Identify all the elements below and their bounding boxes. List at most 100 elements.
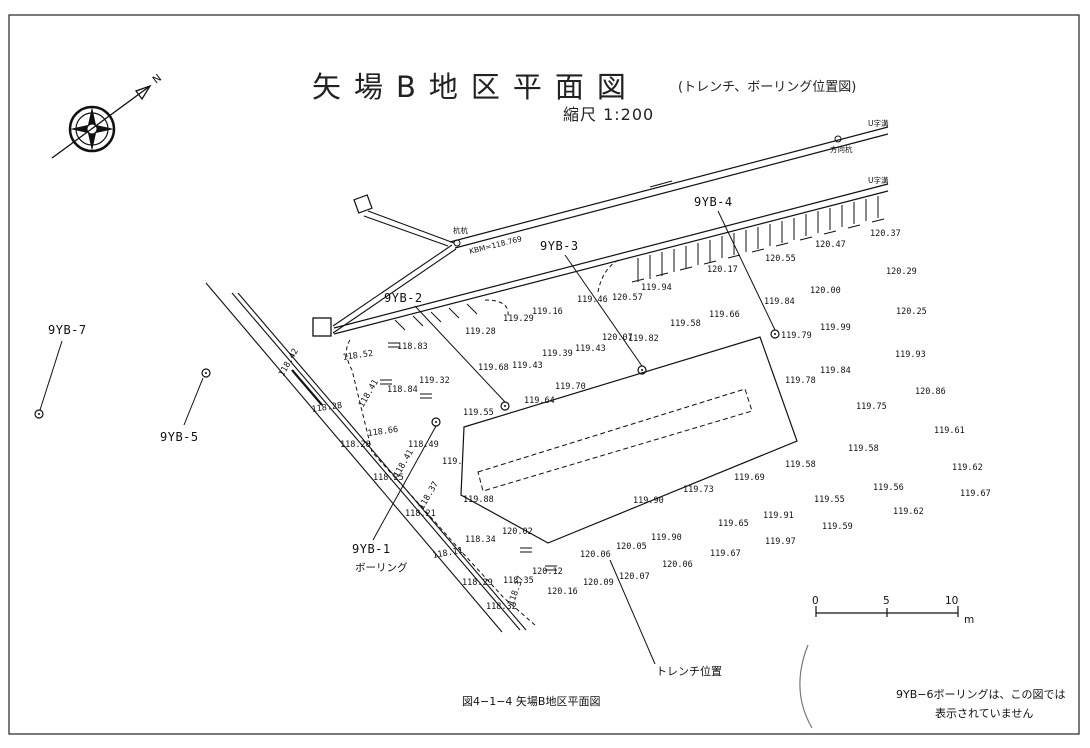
elev-26: 120.17 [707,265,738,275]
elev-62: 119.67 [960,489,991,499]
elev-34: 120.07 [602,333,633,343]
corner-box [312,317,332,337]
elev-56: 119.62 [952,463,983,473]
elev-28: 120.47 [815,240,846,250]
elev-27: 120.55 [765,254,796,264]
boring-9yb-2: 9YB-2 [384,291,510,411]
boring-label-9yb-1: 9YB-1 [352,542,391,556]
elev-78: 120.07 [619,572,650,582]
elev-51: 119.75 [856,402,887,412]
elev-59: 119.90 [633,496,664,506]
elev-71: 119.59 [822,522,853,532]
elev-44: 119.32 [419,376,450,386]
kbm-marker-label: 杭杭 [453,225,468,235]
elev-35: 119.82 [628,334,659,344]
boring-label-9yb-2: 9YB-2 [384,291,423,305]
elev-79: 119. [442,457,462,467]
elev-64: 119.91 [763,511,794,521]
elev-8: 118.28 [340,440,371,450]
elev-39: 120.00 [810,286,841,296]
elev-67: 120.02 [502,527,533,537]
upper-ditch-line-2 [454,133,889,249]
elev-31: 119.43 [512,361,543,371]
elev-65: 119.65 [718,519,749,529]
north-label: N [150,72,164,86]
elev-25: 119.94 [641,283,672,293]
elev-13: 118.21 [405,509,436,519]
elev-69: 120.05 [616,542,647,552]
elev-55: 119.58 [785,460,816,470]
road-line-2 [231,292,521,631]
slope-hatching [380,196,885,571]
branch-road-diag [332,244,453,327]
elev-49: 119.84 [820,366,851,376]
trench-label: トレンチ位置 [656,664,722,678]
elev-54: 119.58 [848,444,879,454]
elev-22: 119.16 [532,307,563,317]
upper-ditch-label: U字溝 [868,118,889,128]
road-line-4 [291,369,323,406]
scale-bar: 0 5 10 m [812,595,974,626]
elev-37: 119.66 [709,310,740,320]
elev-11: 118.25 [373,473,404,483]
map-subtitle: (トレンチ、ボーリング位置図) [678,80,856,95]
direction-stake-label: 方向杭 [830,144,853,154]
elev-16: 118.29 [462,578,493,588]
elev-21: 119.29 [503,314,534,324]
boring-9yb-1: 9YB-1 ボーリング [352,417,441,574]
elev-42: 119.79 [781,331,812,341]
scale-ratio: 縮尺 1:200 [563,105,654,124]
elev-5: 118.41 [357,378,381,410]
boring-9yb-4: 9YB-4 [694,195,780,339]
elev-74: 120.06 [662,560,693,570]
scale-unit: m [964,614,974,626]
branch-road-2 [363,215,449,247]
elev-48: 119.78 [785,376,816,386]
note-line-1: 9YB−6ボーリングは、この図では [896,687,1065,701]
scale-tick-5: 5 [883,595,890,607]
elev-72: 119.97 [765,537,796,547]
ditch-hatch [649,180,673,188]
elev-32: 119.39 [542,349,573,359]
branch-box-top [353,194,373,214]
elev-68: 119.90 [651,533,682,543]
elev-63: 119.55 [814,495,845,505]
trench-inner-dashed [477,388,753,492]
map-title: 矢場B地区平面図 [312,70,639,104]
elev-12: 118.37 [417,480,441,512]
elev-30: 119.68 [478,363,509,373]
elev-66: 119.62 [893,507,924,517]
elev-61: 119.56 [873,483,904,493]
elev-57: 119.69 [734,473,765,483]
elev-58: 119.73 [683,485,714,495]
boring-label-9yb-5: 9YB-5 [160,430,199,444]
elev-33: 119.43 [575,344,606,354]
elev-60: 119.88 [463,495,494,505]
elev-53: 119.61 [934,426,965,436]
elev-2: 118.83 [397,342,428,352]
elev-43: 119.99 [820,323,851,333]
upper-ditch-line [449,126,889,243]
north-arrow-icon: N [51,72,164,159]
elevation-points: 118.52 118.83 118.42 118.84 118.41 118.2… [277,229,991,612]
boring-9yb-7: 9YB-7 [34,323,87,419]
elev-20: 119.28 [465,327,496,337]
road-line-1 [205,282,503,633]
branch-road [367,210,455,244]
elev-4: 118.84 [387,385,418,395]
dashed-edge-upper [597,259,619,293]
elev-36: 119.58 [670,319,701,329]
trench-outline [460,336,798,544]
elev-38: 119.84 [764,297,795,307]
road-line-3 [237,292,527,631]
lower-ditch-line-2 [333,190,889,335]
elev-45: 119.55 [463,408,494,418]
elev-29: 120.37 [870,229,901,239]
note-line-2: 表示されていません [935,706,1033,720]
boring-label-9yb-7: 9YB-7 [48,323,87,337]
trench-pointer [609,559,656,665]
page-frame [8,14,1080,735]
elev-77: 120.09 [583,578,614,588]
boring-note-9yb-1: ボーリング [355,561,408,574]
